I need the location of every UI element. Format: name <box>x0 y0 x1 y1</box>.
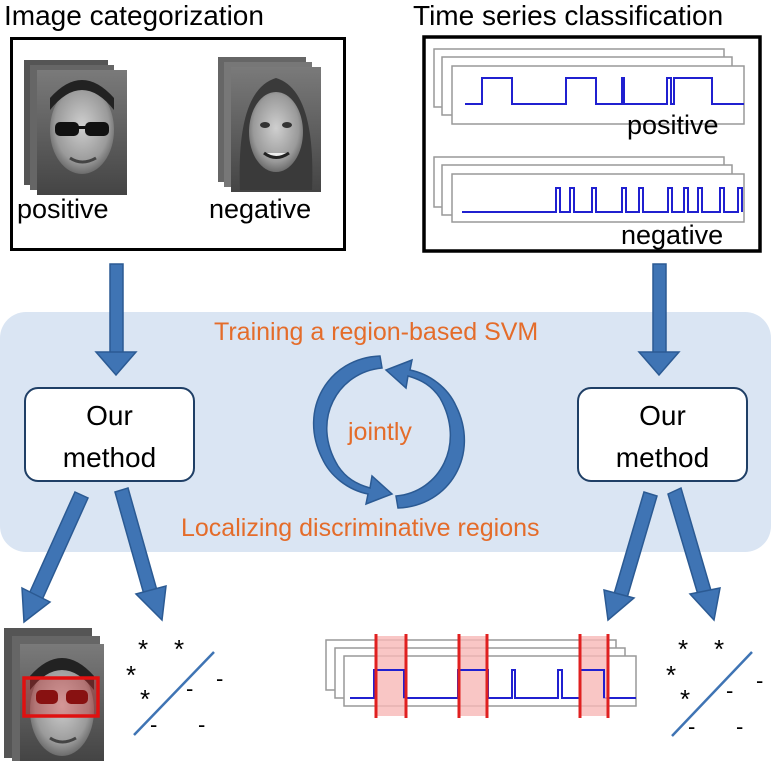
minus-mark: - <box>216 666 224 691</box>
timeseries-title: Time series classification <box>413 0 724 31</box>
star-mark: * <box>678 634 689 664</box>
minus-mark: - <box>150 712 158 737</box>
star-mark: * <box>174 634 185 664</box>
cycle-arrows-icon <box>312 355 466 509</box>
separator-line <box>671 651 753 737</box>
minus-mark: - <box>726 678 734 703</box>
minus-mark: - <box>688 714 696 739</box>
down-arrow-icon <box>21 491 89 624</box>
star-mark: * <box>680 684 691 714</box>
down-arrow-icon <box>603 491 658 622</box>
training-text: Training a region-based SVM <box>214 318 539 346</box>
minus-mark: - <box>756 668 764 693</box>
minus-mark: - <box>198 712 206 737</box>
minus-mark: - <box>186 676 194 701</box>
face-negative-stack <box>218 57 321 192</box>
ts-positive-label: positive <box>627 110 719 140</box>
left-method-line1: Our <box>86 400 133 431</box>
star-mark: * <box>126 660 137 690</box>
star-mark: * <box>138 634 149 664</box>
ts-negative-label: negative <box>621 220 724 250</box>
right-method-box: Our method <box>577 387 748 482</box>
left-method-box: Our method <box>24 387 195 482</box>
jointly-text: jointly <box>348 418 412 446</box>
face-localized-stack <box>4 628 104 761</box>
star-mark: * <box>140 684 151 714</box>
left-method-line2: method <box>62 442 157 473</box>
minus-mark: - <box>736 714 744 739</box>
separator-line <box>133 651 215 736</box>
right-method-line1: Our <box>639 400 686 431</box>
face-positive-stack <box>24 60 127 195</box>
signal-positive-stack <box>433 48 745 125</box>
down-arrow-icon <box>114 487 167 622</box>
localizing-text: Localizing discriminative regions <box>181 514 540 542</box>
right-method-line2: method <box>615 442 710 473</box>
star-mark: * <box>666 660 677 690</box>
image-negative-label: negative <box>209 194 312 224</box>
signal-localized-stack <box>325 634 637 718</box>
image-categorization-title: Image categorization <box>4 0 264 31</box>
down-arrow-icon <box>637 263 681 377</box>
down-arrow-icon <box>667 486 721 622</box>
down-arrow-icon <box>94 263 138 377</box>
signal-negative-stack <box>433 156 745 223</box>
star-mark: * <box>714 634 725 664</box>
image-positive-label: positive <box>17 194 109 224</box>
